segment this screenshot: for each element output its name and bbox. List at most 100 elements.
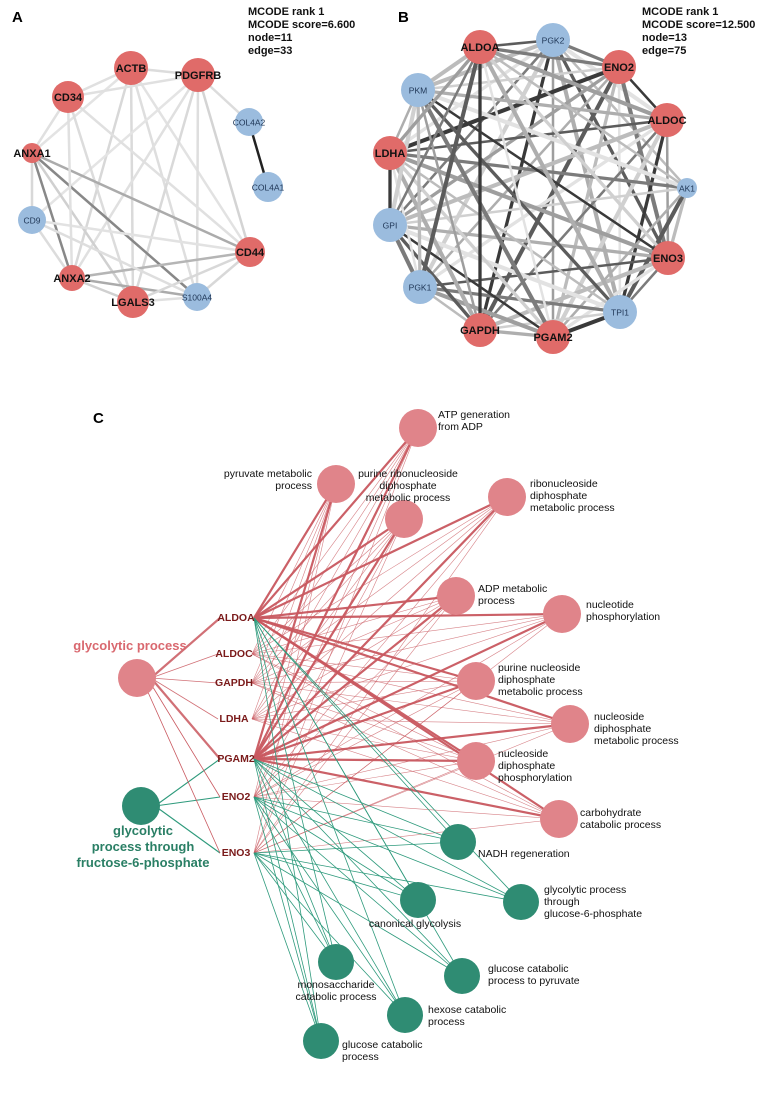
node-label-cd44: CD44 — [236, 247, 265, 259]
node-label-aldoc: ALDOC — [647, 115, 686, 127]
edge-eno2-aldoa — [479, 45, 620, 69]
node-label-cd34: CD34 — [54, 92, 83, 104]
panel-b-stat-nodes: node=13 — [642, 32, 687, 44]
edge-pgam2-ldha — [388, 151, 555, 339]
edge-pgam2-red-term-7 — [253, 722, 571, 761]
edge-pgam2-pgk1 — [419, 285, 554, 339]
panel-a-stat-rank: MCODE rank 1 — [248, 6, 324, 18]
edge-gapdh-ldha — [388, 152, 482, 331]
term-label-nucleoside-diphosphate-metabolic-process-line-2: metabolic process — [594, 735, 679, 747]
edge-gapdh-red-term-1 — [251, 483, 337, 684]
term-label-pyruvate-metabolic-process-line-1: process — [275, 480, 312, 492]
edge-ldha-aldoa — [388, 45, 482, 155]
edge-gapdh-pkm — [416, 89, 482, 331]
edge-hub-red-aldoc — [150, 653, 219, 679]
edge-aldoc-aldoa — [479, 45, 668, 122]
term-label-glycolytic-process-through-glucose-6-phosphate-line-1: through — [544, 896, 580, 908]
edge-eno3-red-term-9 — [253, 818, 560, 854]
term-node-glycolytic-process-through-glucose-6-phosphate — [503, 884, 539, 920]
term-label-carbohydrate-catabolic-process-line-0: carbohydrate — [580, 807, 641, 819]
panel-a-nodes: ACTBPDGFRBCOL4A2COL4A1CD44S100A4LGALS3AN… — [13, 51, 285, 318]
node-aldoa — [463, 30, 497, 64]
term-node-purine-ribonucleoside-diphosphate-metabolic-process — [385, 500, 423, 538]
edge-pgam2-red-term-8 — [253, 757, 477, 763]
edge-aldoc-red-term-2 — [251, 518, 405, 655]
node-label-anxa2: ANXA2 — [53, 273, 90, 285]
edge-aldoc-tpi1 — [618, 119, 669, 313]
edge-eno3-red-term-1 — [253, 483, 337, 854]
node-pgam2 — [536, 320, 570, 354]
node-s100a4 — [183, 283, 211, 311]
edge-hub-red-pgam2 — [150, 677, 221, 760]
term-label-nucleoside-diphosphate-phosphorylation-line-1: diphosphate — [498, 760, 555, 772]
edge-gapdh-red-term-4 — [251, 595, 457, 684]
gene-label-aldoa: ALDOA — [217, 612, 255, 624]
edge-eno3-green-term-6 — [253, 852, 322, 1042]
edge-pgam2-gpi — [389, 223, 554, 339]
edge-ldha-red-term-3 — [251, 496, 508, 720]
edge-aldoc-red-term-4 — [251, 595, 457, 655]
term-label-nucleoside-diphosphate-phosphorylation-line-0: nucleoside — [498, 748, 548, 760]
edge-eno3-red-term-7 — [253, 723, 571, 854]
node-label-pgk1: PGK1 — [409, 282, 432, 292]
panel-a-stat-score: MCODE score=6.600 — [248, 19, 355, 31]
edge-anxa1-anxa2 — [30, 152, 74, 279]
edge-hub-red-eno3 — [146, 689, 221, 854]
term-node-adp-metabolic-process — [437, 577, 475, 615]
edge-aldoc-red-term-0 — [251, 427, 419, 655]
edge-hub-red-eno2 — [150, 683, 221, 798]
edge-aldoc-red-term-9 — [251, 653, 560, 820]
edge-hub-red-ldha — [150, 677, 219, 720]
edge-eno3-red-term-2 — [253, 518, 405, 854]
edge-pdgfrb-cd34 — [67, 73, 199, 99]
term-label-glucose-catabolic-process-to-pyruvate-line-1: process to pyruvate — [488, 975, 580, 987]
term-label-nucleotide-phosphorylation-line-1: phosphorylation — [586, 611, 660, 623]
panel-a-stat-edges: edge=33 — [248, 45, 292, 57]
edge-ldha-red-term-5 — [251, 613, 563, 720]
node-pgk2 — [536, 23, 570, 57]
edge-aldoc-red-term-3 — [251, 496, 508, 655]
edge-eno2-green-term-5 — [253, 796, 406, 1016]
edge-pgam2-green-term-3 — [253, 758, 463, 977]
term-label-hexose-catabolic-process-line-0: hexose catabolic — [428, 1004, 506, 1016]
gene-label-eno3: ENO3 — [222, 847, 251, 859]
edge-eno3-green-term-0 — [253, 841, 459, 854]
edge-eno3-green-term-4 — [253, 852, 337, 963]
edge-actb-anxa1 — [31, 67, 132, 154]
edge-cd9-cd44 — [31, 218, 251, 254]
gene-label-pgam2: PGAM2 — [217, 753, 255, 765]
edge-pgam2-red-term-9 — [253, 757, 560, 821]
edge-ak1-aldoa — [479, 45, 688, 190]
edge-pgk1-pkm — [416, 89, 422, 288]
node-label-col4a2: COL4A2 — [233, 117, 266, 127]
edge-aldoc-red-term-5 — [251, 613, 563, 655]
node-label-pgam2: PGAM2 — [533, 332, 572, 344]
hub-label-f6p-line-1: process through — [92, 839, 195, 854]
edge-gapdh-red-term-0 — [251, 427, 419, 684]
term-node-atp-generation-from-adp — [399, 409, 437, 447]
edge-eno3-ldha — [389, 151, 669, 260]
edge-cd9-s100a4 — [31, 218, 198, 299]
panel-b-stat-edges: edge=75 — [642, 45, 686, 57]
edge-aldoa-red-term-9 — [253, 617, 560, 820]
edge-eno2-pkm — [417, 65, 620, 92]
term-label-ribonucleoside-diphosphate-metabolic-process-line-2: metabolic process — [530, 502, 615, 514]
panel-a-stat-nodes: node=11 — [248, 32, 292, 44]
panel-c-nodes — [118, 409, 589, 1059]
edge-gapdh-red-term-7 — [251, 682, 571, 725]
node-ldha — [373, 136, 407, 170]
edge-gapdh-red-term-3 — [251, 496, 508, 684]
node-pkm — [401, 73, 435, 107]
edge-aldoc-pgam2 — [551, 119, 669, 338]
edge-ak1-gpi — [389, 186, 688, 227]
term-node-nucleoside-diphosphate-metabolic-process — [551, 705, 589, 743]
node-tpi1 — [603, 295, 637, 329]
edge-anxa1-cd44 — [31, 151, 251, 254]
edge-gapdh-red-term-9 — [251, 682, 560, 820]
hub-label-f6p-line-0: glycolytic — [113, 823, 173, 838]
node-label-ak1: AK1 — [679, 183, 695, 193]
panel-c: C ALDOAALDOCGAPDHLDHAPGAM2ENO2ENO3glycol… — [73, 409, 679, 1063]
term-label-canonical-glycolysis-line-0: canonical glycolysis — [369, 918, 461, 930]
node-label-col4a1: COL4A1 — [252, 182, 285, 192]
node-label-actb: ACTB — [116, 63, 147, 75]
